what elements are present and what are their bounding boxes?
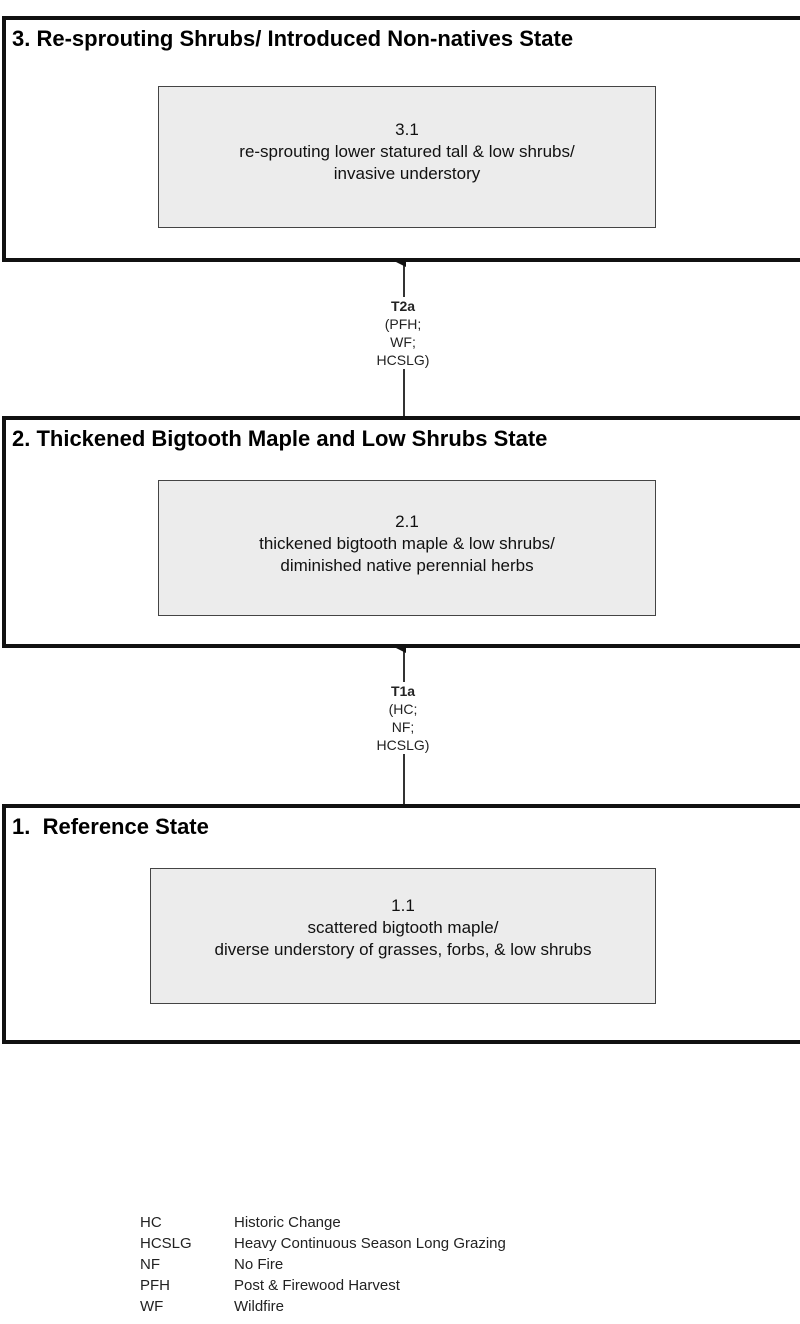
transition-t1a-label: T1a (HC; NF; HCSLG) [360,682,446,754]
transition-t1a-line-3: HCSLG) [376,737,430,753]
phase-1-1-line-2: diverse understory of grasses, forbs, & … [214,940,592,959]
legend-abbr: WF [140,1298,164,1315]
phase-2-1-line-2: diminished native perennial herbs [280,556,534,575]
legend-row: WF Wildfire [140,1296,506,1317]
transition-t2a-id: T2a [390,298,416,314]
legend-meaning: Post & Firewood Harvest [234,1277,400,1294]
state-3-box: 3. Re-sprouting Shrubs/ Introduced Non-n… [2,16,800,262]
state-1-box: 1. Reference State 1.1 scattered bigtoot… [2,804,800,1044]
legend-meaning: Historic Change [234,1214,341,1231]
transition-t1a-line-2: NF; [391,719,415,735]
phase-3-1-id: 3.1 [395,120,419,139]
phase-3-1-line-1: re-sprouting lower statured tall & low s… [239,142,575,161]
phase-3-1-line-2: invasive understory [333,164,481,183]
transition-t2a-line-3: HCSLG) [376,352,430,368]
state-1-title: 1. Reference State [12,814,209,839]
phase-2-1-box: 2.1 thickened bigtooth maple & low shrub… [158,480,656,616]
legend-meaning: No Fire [234,1256,284,1273]
legend: HC Historic Change HCSLG Heavy Continuou… [140,1212,506,1317]
state-3-title: 3. Re-sprouting Shrubs/ Introduced Non-n… [12,26,574,51]
transition-t2a-label: T2a (PFH; WF; HCSLG) [360,297,446,369]
phase-1-1-box: 1.1 scattered bigtooth maple/ diverse un… [150,868,656,1004]
legend-abbr: NF [140,1256,160,1273]
phase-2-1-line-1: thickened bigtooth maple & low shrubs/ [259,534,555,553]
transition-t2a-line-1: (PFH; [384,316,422,332]
legend-abbr: HCSLG [140,1235,192,1252]
legend-row: NF No Fire [140,1254,506,1275]
transition-t1a-line-1: (HC; [388,701,418,717]
phase-3-1-box: 3.1 re-sprouting lower statured tall & l… [158,86,656,228]
legend-row: HC Historic Change [140,1212,506,1233]
legend-meaning: Wildfire [234,1298,285,1315]
legend-row: PFH Post & Firewood Harvest [140,1275,506,1296]
transition-t1a-id: T1a [390,683,416,699]
state-2-title: 2. Thickened Bigtooth Maple and Low Shru… [12,426,548,451]
phase-1-1-line-1: scattered bigtooth maple/ [307,918,499,937]
state-2-box: 2. Thickened Bigtooth Maple and Low Shru… [2,416,800,648]
legend-row: HCSLG Heavy Continuous Season Long Grazi… [140,1233,506,1254]
transition-t2a-line-2: WF; [390,334,416,350]
phase-2-1-id: 2.1 [395,512,419,531]
legend-meaning: Heavy Continuous Season Long Grazing [234,1235,506,1252]
phase-1-1-id: 1.1 [391,896,415,915]
legend-abbr: HC [140,1214,162,1231]
legend-abbr: PFH [140,1277,170,1294]
